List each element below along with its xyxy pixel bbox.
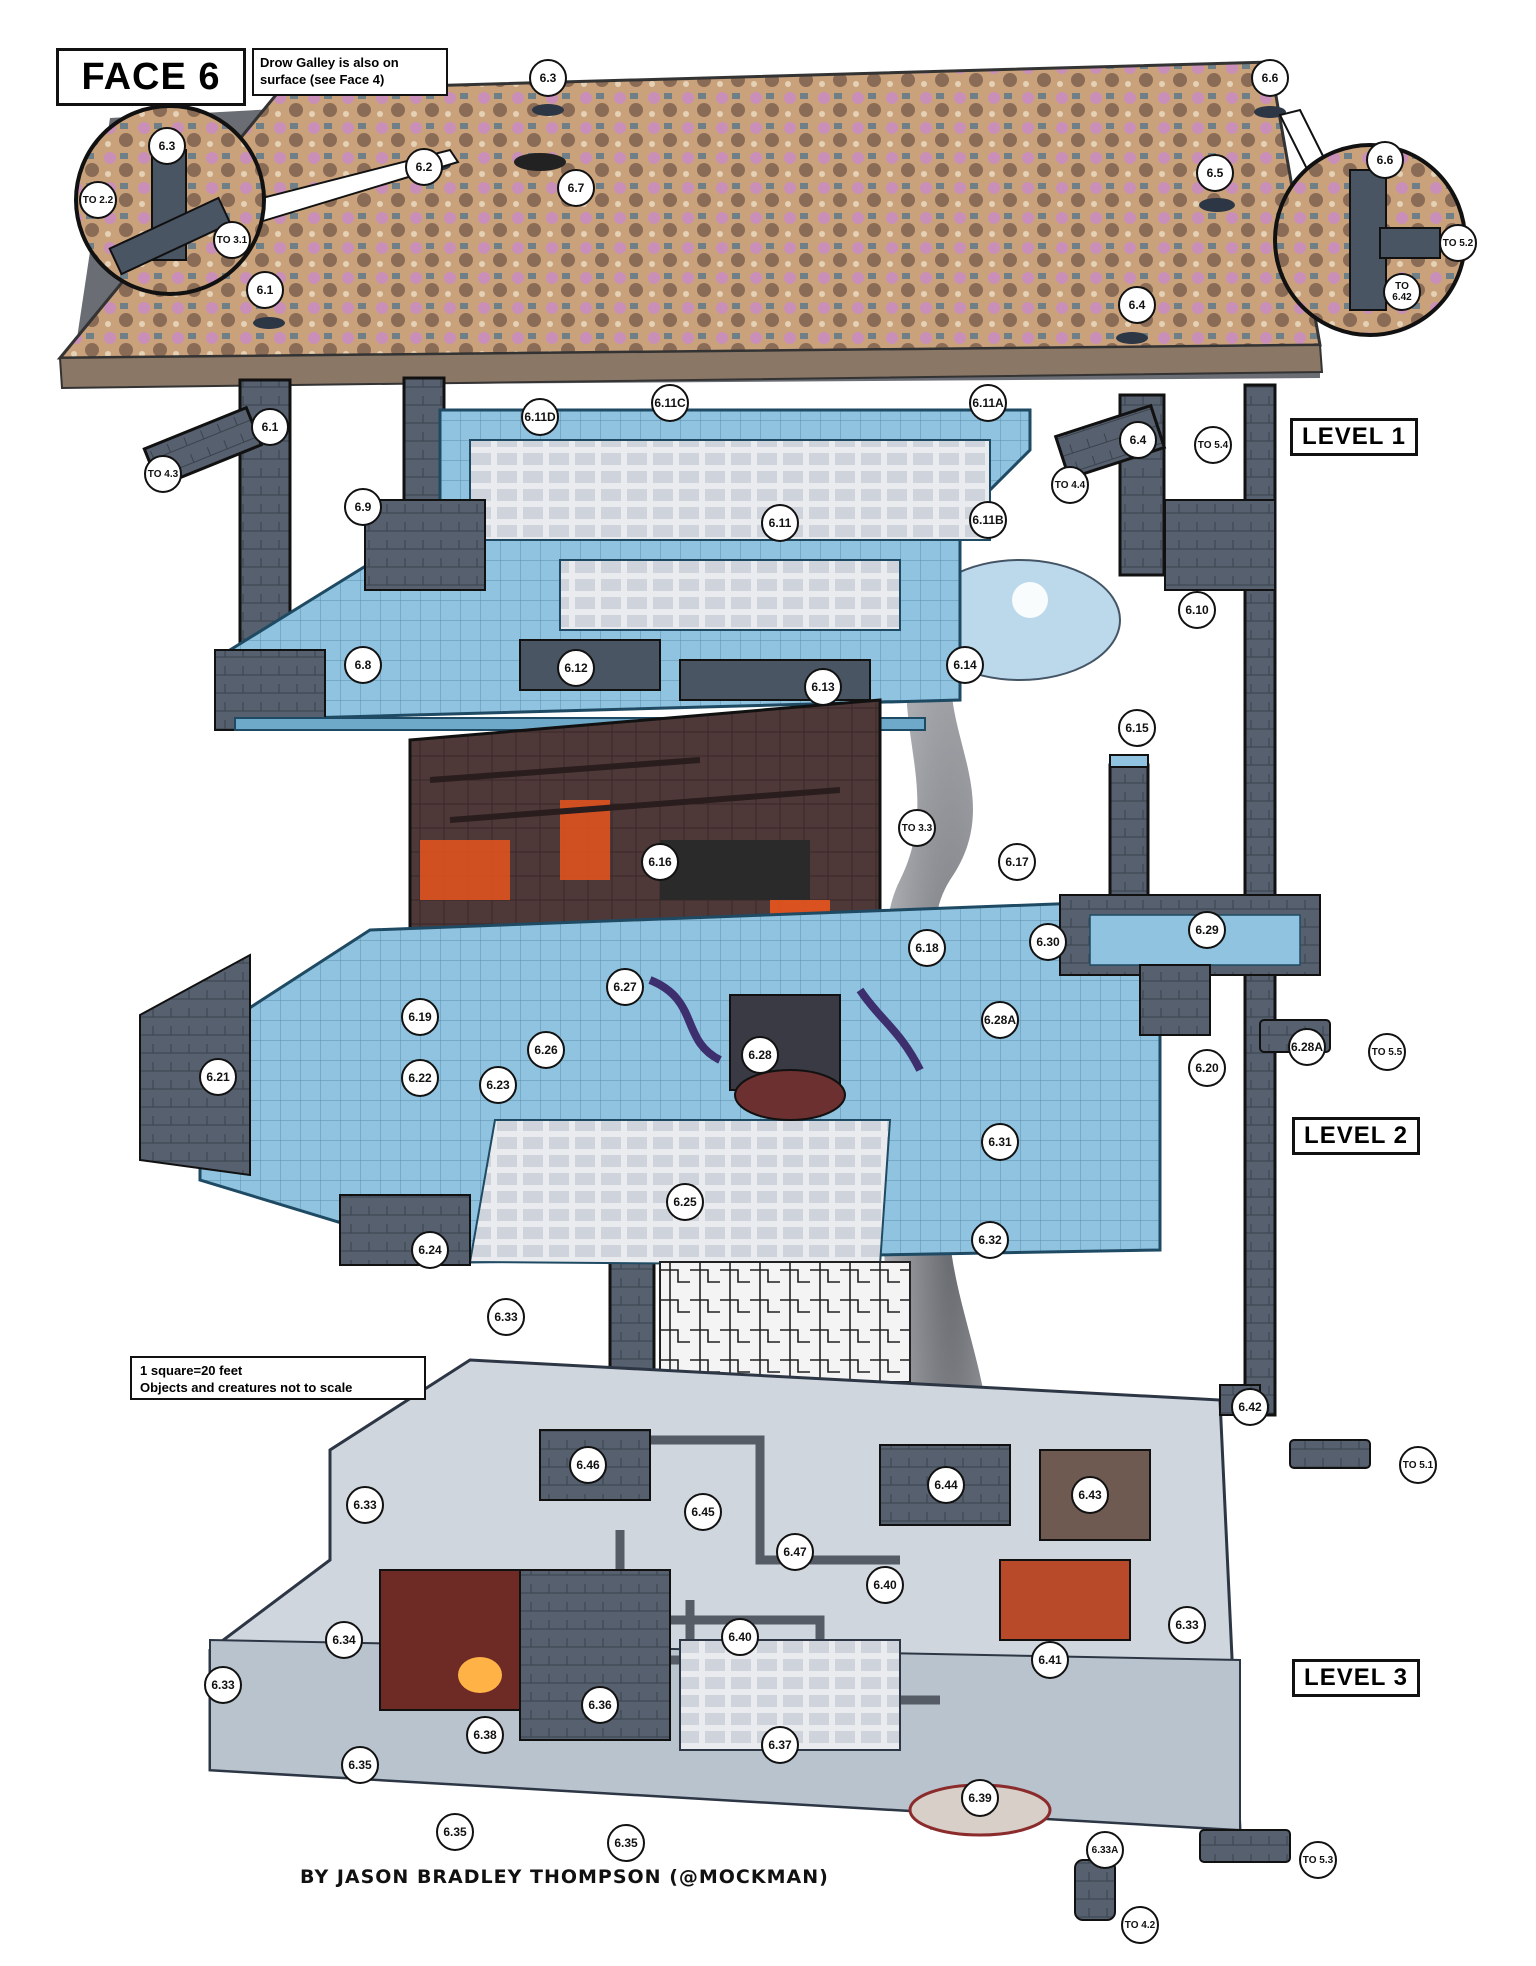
room-label: 6.33 xyxy=(487,1298,525,1336)
room-label: 6.4 xyxy=(1119,421,1157,459)
room-label: 6.31 xyxy=(981,1123,1019,1161)
room-label: TO 4.3 xyxy=(144,455,182,493)
room-label: 6.45 xyxy=(684,1493,722,1531)
room-label: 6.3 xyxy=(529,59,567,97)
room-label: 6.33 xyxy=(346,1486,384,1524)
room-label: 6.6 xyxy=(1251,59,1289,97)
room-label: 6.4 xyxy=(1118,286,1156,324)
page-title: FACE 6 xyxy=(56,48,246,106)
room-label: 6.20 xyxy=(1188,1049,1226,1087)
room-label: 6.12 xyxy=(557,649,595,687)
room-label: 6.29 xyxy=(1188,911,1226,949)
room-label: 6.1 xyxy=(246,271,284,309)
room-label: 6.11B xyxy=(969,501,1007,539)
room-label: 6.30 xyxy=(1029,923,1067,961)
room-label: 6.37 xyxy=(761,1726,799,1764)
room-label: 6.19 xyxy=(401,998,439,1036)
artist-credit: BY JASON BRADLEY THOMPSON (@MOCKMAN) xyxy=(300,1866,829,1888)
magnifier-right xyxy=(1273,108,1467,337)
room-label: 6.13 xyxy=(804,668,842,706)
room-label: 6.42 xyxy=(1231,1388,1269,1426)
room-label: 6.1 xyxy=(251,408,289,446)
room-label: 6.6 xyxy=(1366,141,1404,179)
room-label: 6.28 xyxy=(741,1036,779,1074)
room-label: TO 6.42 xyxy=(1383,273,1421,311)
room-label: 6.36 xyxy=(581,1686,619,1724)
room-label: 6.24 xyxy=(411,1231,449,1269)
room-label: 6.11C xyxy=(651,384,689,422)
room-label: 6.47 xyxy=(776,1533,814,1571)
room-label: 6.43 xyxy=(1071,1476,1109,1514)
level-1 xyxy=(214,408,1276,731)
room-label: 6.46 xyxy=(569,1446,607,1484)
room-label: 6.33 xyxy=(1168,1606,1206,1644)
room-label: TO 5.2 xyxy=(1439,224,1477,262)
room-label: 6.27 xyxy=(606,968,644,1006)
room-label: 6.10 xyxy=(1178,591,1216,629)
scale-line-1: 1 square=20 feet xyxy=(140,1363,243,1378)
room-label: 6.3 xyxy=(148,127,186,165)
room-label: 6.11A xyxy=(969,384,1007,422)
room-label: 6.11D xyxy=(521,398,559,436)
room-label: 6.28A xyxy=(1288,1028,1326,1066)
room-label: 6.21 xyxy=(199,1058,237,1096)
room-label: TO 5.3 xyxy=(1299,1841,1337,1879)
room-label: TO 3.1 xyxy=(213,221,251,259)
room-label: 6.17 xyxy=(998,843,1036,881)
level-1-label: LEVEL 1 xyxy=(1290,418,1418,456)
room-label: 6.32 xyxy=(971,1221,1009,1259)
room-label: TO 4.2 xyxy=(1121,1906,1159,1944)
room-label: 6.35 xyxy=(341,1746,379,1784)
room-label: 6.39 xyxy=(961,1779,999,1817)
room-label: 6.40 xyxy=(721,1618,759,1656)
room-label: 6.25 xyxy=(666,1183,704,1221)
level-3-label: LEVEL 3 xyxy=(1292,1659,1420,1697)
room-label: 6.23 xyxy=(479,1066,517,1104)
room-label: 6.41 xyxy=(1031,1641,1069,1679)
room-label: 6.15 xyxy=(1118,709,1156,747)
room-label: 6.11 xyxy=(761,504,799,542)
room-label: TO 3.3 xyxy=(898,809,936,847)
room-label: 6.7 xyxy=(557,169,595,207)
room-label: 6.28A xyxy=(981,1001,1019,1039)
room-label: 6.38 xyxy=(466,1716,504,1754)
room-label: TO 5.1 xyxy=(1399,1446,1437,1484)
room-label: 6.35 xyxy=(607,1824,645,1862)
room-label: 6.22 xyxy=(401,1059,439,1097)
scale-legend: 1 square=20 feet Objects and creatures n… xyxy=(130,1356,426,1400)
room-label: 6.2 xyxy=(405,148,443,186)
level-2-label: LEVEL 2 xyxy=(1292,1117,1420,1155)
room-label: 6.35 xyxy=(436,1813,474,1851)
room-label: TO 5.4 xyxy=(1194,426,1232,464)
level-2 xyxy=(139,894,1321,1267)
room-label: 6.33 xyxy=(204,1666,242,1704)
room-label: 6.9 xyxy=(344,488,382,526)
room-label: 6.40 xyxy=(866,1566,904,1604)
room-label: TO 5.5 xyxy=(1368,1033,1406,1071)
maze-section xyxy=(659,1261,911,1383)
scale-line-2: Objects and creatures not to scale xyxy=(140,1380,353,1395)
room-label: 6.33A xyxy=(1086,1831,1124,1869)
room-label: TO 4.4 xyxy=(1051,466,1089,504)
room-label: TO 2.2 xyxy=(79,181,117,219)
room-label: 6.18 xyxy=(908,929,946,967)
room-label: 6.8 xyxy=(344,646,382,684)
room-label: 6.14 xyxy=(946,646,984,684)
room-label: 6.16 xyxy=(641,843,679,881)
surface-note: Drow Galley is also on surface (see Face… xyxy=(252,48,448,96)
room-label: 6.34 xyxy=(325,1621,363,1659)
room-label: 6.44 xyxy=(927,1466,965,1504)
room-label: 6.5 xyxy=(1196,154,1234,192)
room-label: 6.26 xyxy=(527,1031,565,1069)
